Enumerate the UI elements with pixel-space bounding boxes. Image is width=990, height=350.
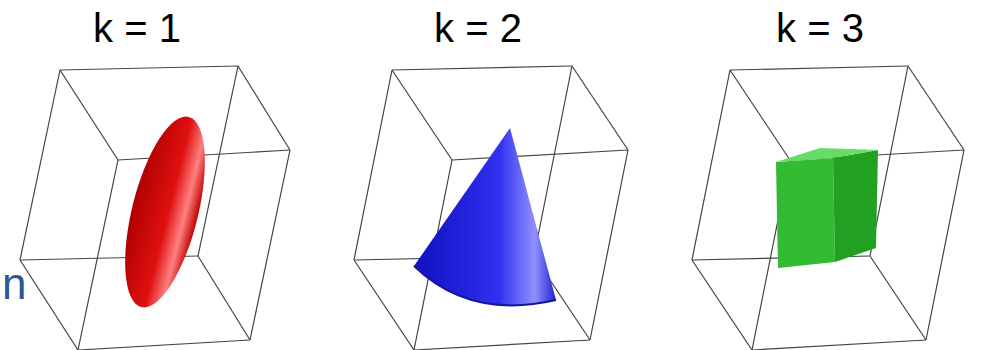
cut-off-text: n (2, 262, 26, 306)
cube-edge (692, 70, 730, 260)
cube-edge (590, 150, 628, 340)
box (776, 148, 878, 268)
cube-edge (572, 66, 628, 150)
cube-edge (870, 256, 926, 340)
cube-edge (926, 150, 964, 340)
cube-edge (452, 150, 628, 160)
cube-edge (692, 260, 752, 350)
cube-edge (60, 70, 118, 160)
cube-edge (534, 66, 572, 256)
cube-edge (78, 340, 250, 350)
cube-edge (752, 340, 926, 350)
cube-edge (250, 150, 290, 340)
cube-edge (414, 340, 590, 350)
cube-edge (78, 160, 118, 350)
cube-edge (20, 260, 78, 350)
cube-edge (60, 66, 238, 70)
wireframe-cube (20, 66, 964, 350)
cube-edge (730, 70, 790, 160)
cube-edge (198, 256, 250, 340)
ellipsoid (109, 109, 220, 315)
cube-edge (354, 260, 414, 350)
cube-edge (20, 70, 60, 260)
cube-edge (354, 70, 392, 260)
cube-edge (730, 66, 908, 70)
cube-edge (908, 66, 964, 150)
parameter-label: k = 3 (776, 8, 864, 48)
cone (414, 128, 556, 305)
cube-edge (238, 66, 290, 150)
cube-edge (392, 66, 572, 70)
parameter-label: k = 2 (434, 8, 522, 48)
cube-edge (392, 70, 452, 160)
parameter-label: k = 1 (93, 8, 181, 48)
